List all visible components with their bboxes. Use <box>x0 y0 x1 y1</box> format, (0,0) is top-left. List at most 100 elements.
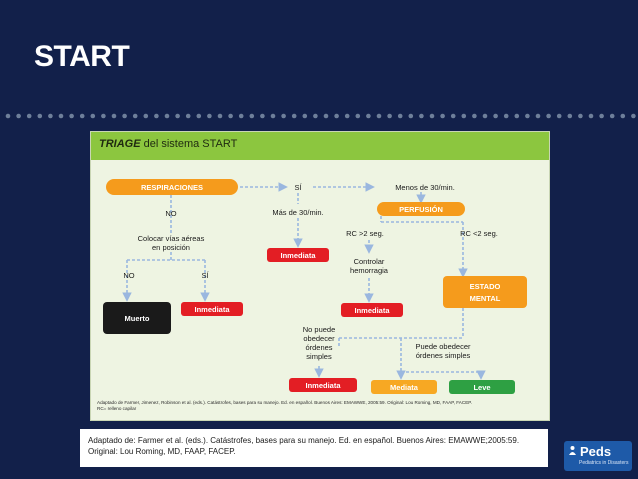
node-estado-label-1: ESTADO <box>470 282 501 291</box>
divider-dot <box>450 113 456 119</box>
divider-dot <box>313 113 318 119</box>
divider-dot <box>260 113 265 119</box>
label-no-puede-4: simples <box>306 352 332 361</box>
divider-dot <box>249 113 255 119</box>
divider-dot <box>111 113 117 119</box>
divider-dot <box>620 113 626 119</box>
node-inmediata-2-label: Inmediata <box>194 305 230 314</box>
figure-title-rest: del sistema START <box>140 138 238 150</box>
divider-dot <box>535 113 541 119</box>
divider-dot <box>366 113 371 119</box>
divider-dot <box>429 113 435 119</box>
divider-dot <box>525 113 530 119</box>
node-inmediata-4: Inmediata <box>289 378 357 392</box>
node-inmediata-3: Inmediata <box>341 303 403 317</box>
peds-logo-text: Peds <box>580 444 612 459</box>
node-muerto-label: Muerto <box>125 314 150 323</box>
divider-dot <box>503 113 509 119</box>
node-inmediata-1-label: Inmediata <box>280 251 316 260</box>
node-inmediata-2: Inmediata <box>181 302 243 316</box>
figure-title-italic: TRIAGE <box>99 138 141 150</box>
divider-dot <box>122 113 127 119</box>
label-colocar-2: en posición <box>152 243 190 252</box>
divider-dot <box>482 113 488 119</box>
peds-logo-icon <box>569 446 576 455</box>
label-controlar-1: Controlar <box>354 257 385 266</box>
label-rc-mayor: RC >2 seg. <box>346 229 384 238</box>
divider-dot <box>323 113 329 119</box>
divider-dot <box>387 113 392 119</box>
divider-dot <box>514 113 520 119</box>
divider-dot <box>26 113 32 119</box>
label-controlar-2: hemorragia <box>350 266 389 275</box>
divider-dot <box>631 113 636 119</box>
divider-dot <box>397 113 403 119</box>
divider-dot <box>217 113 223 119</box>
divider-dot <box>48 113 53 119</box>
divider-dot <box>440 113 445 119</box>
divider-dot <box>461 113 467 119</box>
triage-figure: TRIAGE del sistema START <box>90 131 550 421</box>
node-inmediata-1: Inmediata <box>267 248 329 262</box>
divider-dot <box>599 113 604 119</box>
node-estado-label-2: MENTAL <box>470 294 501 303</box>
divider-dot <box>291 113 297 119</box>
caption-line-2: Original: Lou Roming, MD, FAAP, FACEP. <box>88 447 236 456</box>
divider-dot <box>69 113 74 119</box>
label-si-2: SÍ <box>201 271 209 280</box>
node-leve: Leve <box>449 380 515 394</box>
divider-dot <box>79 113 85 119</box>
triage-flowchart: RESPIRACIONES PERFUSIÓN ESTADO MENTAL In… <box>103 179 527 394</box>
divider-dot <box>101 113 106 119</box>
divider-dot <box>175 113 180 119</box>
divider-dot <box>228 113 233 119</box>
node-perfusion: PERFUSIÓN <box>377 202 465 216</box>
label-no-puede-2: obedecer <box>303 334 335 343</box>
node-inmediata-4-label: Inmediata <box>305 381 341 390</box>
divider-dot <box>546 113 551 119</box>
label-colocar-1: Colocar vías aéreas <box>138 234 205 243</box>
divider-dot <box>302 113 308 119</box>
caption-line-1: Adaptado de: Farmer et al. (eds.). Catás… <box>88 436 520 445</box>
node-perfusion-label: PERFUSIÓN <box>399 205 443 214</box>
slide-caption: Adaptado de: Farmer et al. (eds.). Catás… <box>80 429 548 467</box>
divider-dot <box>196 113 202 119</box>
label-no-2: NO <box>123 271 134 280</box>
node-respiraciones-label: RESPIRACIONES <box>141 183 203 192</box>
divider-dot <box>37 113 43 119</box>
peds-logo-subtitle: Pediatrics in Disasters <box>579 460 629 466</box>
divider-dot <box>493 113 498 119</box>
divider-dot <box>90 113 96 119</box>
divider-dot <box>207 113 212 119</box>
figure-footnote-line-1: Adaptado de Farmer, Jimenez, Robinson et… <box>97 400 473 405</box>
label-no-puede-3: órdenes <box>305 343 332 352</box>
divider-dot <box>588 113 594 119</box>
slide-title: START <box>34 40 130 73</box>
label-puede-2: órdenes simples <box>416 351 471 360</box>
divider-dot <box>154 113 159 119</box>
peds-logo: Peds Pediatrics in Disasters <box>564 441 632 471</box>
node-estado-mental: ESTADO MENTAL <box>443 276 527 308</box>
figure-footnote-line-2: RC= relleno capilar <box>97 406 137 411</box>
divider-dot <box>270 113 276 119</box>
divider-dot <box>567 113 573 119</box>
figure-title: TRIAGE del sistema START <box>99 138 237 150</box>
divider-dot <box>185 113 191 119</box>
node-leve-label: Leve <box>473 383 490 392</box>
divider-dot <box>344 113 350 119</box>
divider-dot <box>143 113 149 119</box>
figure-footnote: Adaptado de Farmer, Jimenez, Robinson et… <box>97 400 543 412</box>
divider-dot <box>164 113 170 119</box>
divider-dot <box>556 113 562 119</box>
divider-dot <box>334 113 339 119</box>
dotted-divider <box>5 113 636 119</box>
node-inmediata-3-label: Inmediata <box>354 306 390 315</box>
divider-dot <box>132 113 138 119</box>
divider-dot <box>376 113 382 119</box>
divider-dot <box>472 113 477 119</box>
label-si-top: SÍ <box>294 183 302 192</box>
divider-dot <box>609 113 615 119</box>
label-no-puede-1: No puede <box>303 325 336 334</box>
node-mediata: Mediata <box>371 380 437 394</box>
label-rc-menor: RC <2 seg. <box>460 229 498 238</box>
